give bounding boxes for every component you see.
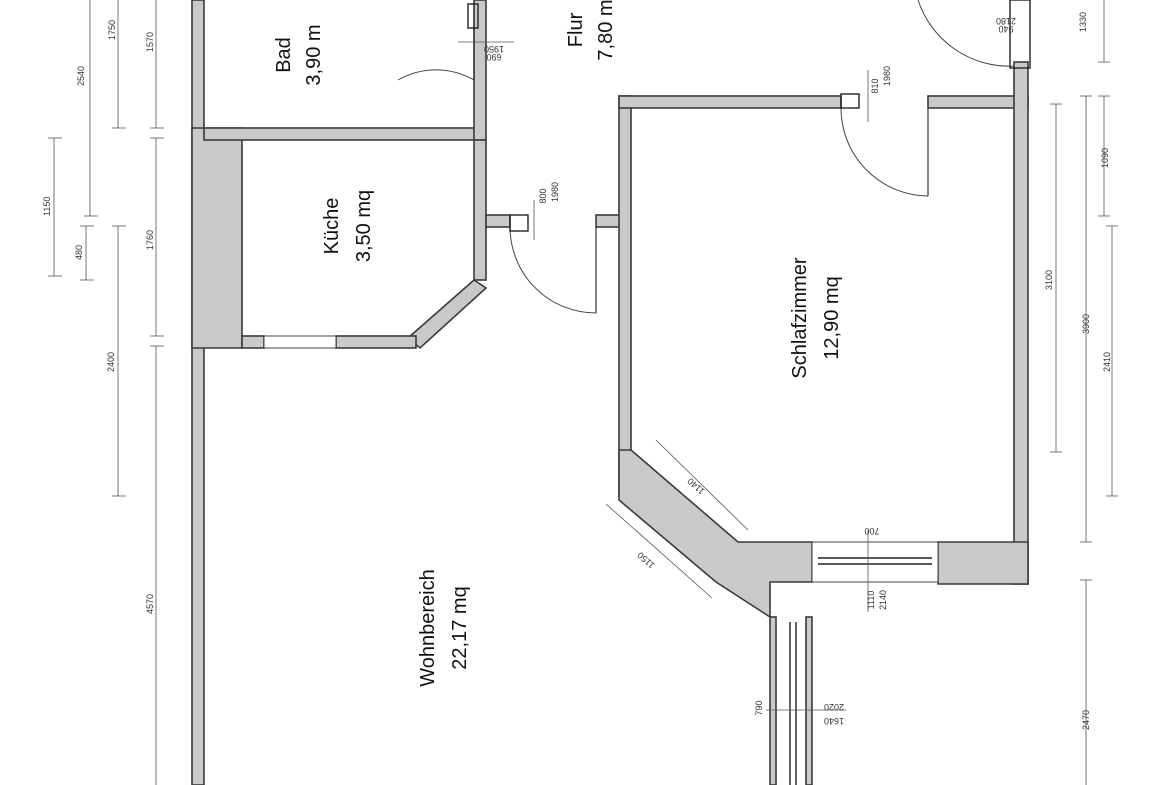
room-label-wohnbereich: Wohnbereich 22,17 mq [417,569,471,686]
wall-kueche-diagonal [406,278,488,350]
dim-right-1090: 1090 [1100,148,1110,168]
dim-kueche-door-800: 800 [538,188,548,203]
flur-name: Flur [565,12,587,47]
wall-kueche-bottom-right [335,335,417,349]
wohnbereich-area: 22,17 mq [449,586,471,669]
schlaf-window [811,541,939,583]
wall-kueche-bottom-left [241,335,265,349]
dim-right-3100: 3100 [1044,270,1054,290]
dim-left-1570: 1570 [145,32,155,52]
wall-balcony-left [769,616,777,785]
schlaf-door-frame [840,93,860,109]
dim-right-2470: 2470 [1081,710,1091,730]
schlaf-door-swing [840,107,929,197]
bad-door-frame [467,3,479,29]
dim-left-480: 480 [74,245,84,260]
flur-area: 7,80 m [595,0,617,61]
dim-kueche-door-1980: 1980 [550,182,560,202]
dim-left-4570: 4570 [145,594,155,614]
dim-balcony-1640: 1640 [824,716,844,726]
wall-right-exterior [1013,61,1029,585]
wall-balcony-right [805,616,813,785]
dim-right-3900: 3900 [1081,314,1091,334]
dim-left-1750: 1750 [107,20,117,40]
door-dim-lines [458,41,869,711]
kueche-name: Küche [321,198,343,255]
dim-bad-door-690: 690 [486,52,501,62]
wall-flur-stub [485,214,511,228]
dim-schlaf-door-1980: 1980 [882,66,892,86]
wall-bad-bottom [203,127,485,141]
bad-area: 3,90 m [303,24,325,85]
dim-window-1110: 1110 [866,591,876,610]
dim-window-2140: 2140 [878,590,888,610]
dim-right-2410: 2410 [1102,352,1112,372]
dim-balcony-790: 790 [754,700,764,715]
entrance-door-swing [917,0,1015,67]
room-label-bad: Bad 3,90 m [273,24,325,85]
room-label-schlafzimmer: Schlafzimmer 12,90 mq [789,257,843,378]
kueche-window [263,335,337,349]
dim-entry-940: 940 [998,24,1013,34]
dim-left-1150: 1150 [42,197,52,216]
dim-schlaf-door-810: 810 [870,78,880,93]
flur-door-swing [509,226,597,314]
dim-left-2400: 2400 [106,352,116,372]
wall-flur-stub-right [595,214,621,228]
wall-schlaf-top-right [927,95,1029,109]
wall-schlaf-top-left [618,95,842,109]
flur-door-frame [509,214,529,232]
dim-bay-outer-1150: 1150 [635,550,656,570]
wall-bay [618,449,813,619]
wall-bad-right [473,0,487,141]
schlafzimmer-area: 12,90 mq [821,276,843,359]
dim-right-1330: 1330 [1078,12,1088,32]
dim-balcony-2020: 2020 [824,702,844,712]
wohnbereich-name: Wohnbereich [417,569,439,686]
wall-left-thick [191,127,243,349]
dim-entry-2180: 2180 [996,16,1016,26]
schlafzimmer-name: Schlafzimmer [789,257,811,378]
dim-bad-door-1950: 1950 [484,44,504,54]
right-dimension-lines [1050,0,1118,785]
room-label-kueche: Küche 3,50 mq [321,190,375,262]
bad-door-swing [397,69,475,81]
wall-kueche-right [473,139,487,281]
dim-left-1760: 1760 [145,230,155,250]
entrance-door-frame [1009,0,1031,69]
dim-left-2540: 2540 [76,66,86,86]
kueche-area: 3,50 mq [353,190,375,262]
left-dimension-lines [48,0,164,785]
dim-window-700: 700 [864,526,879,536]
wall-left-exterior [191,0,205,785]
bad-name: Bad [273,37,295,73]
room-label-flur: Flur 7,80 m [565,0,617,61]
wall-schlaf-bottom-right [937,541,1029,585]
wall-schlaf-left [618,95,632,497]
